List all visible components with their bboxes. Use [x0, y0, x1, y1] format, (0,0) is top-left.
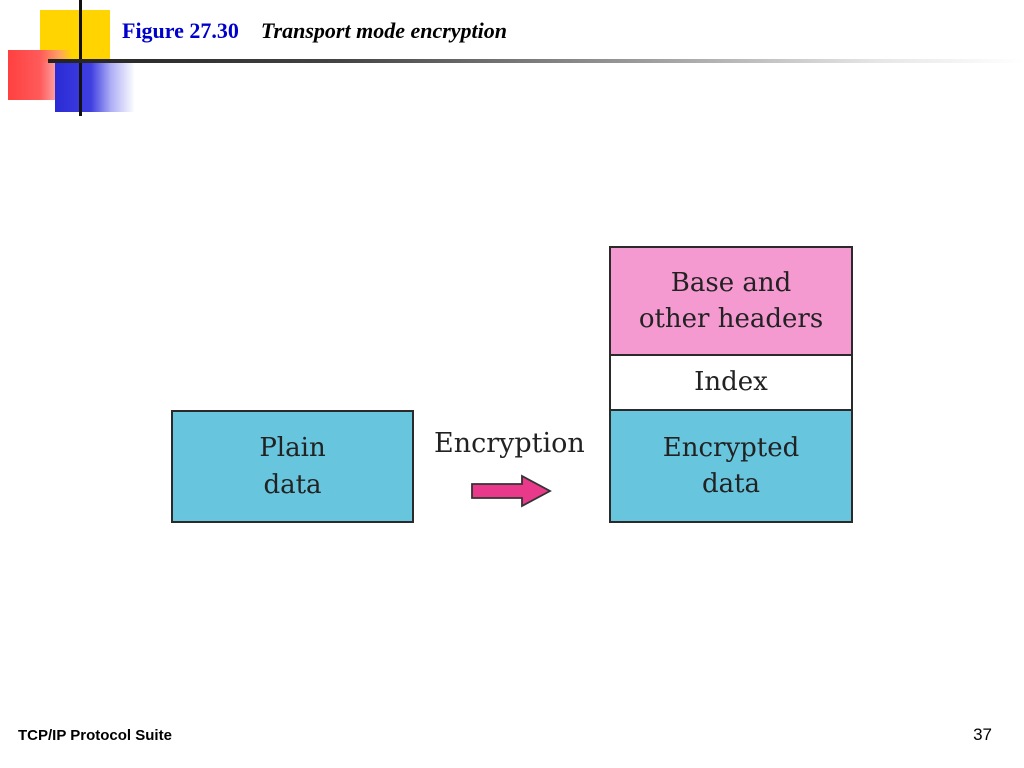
- slide-title: Figure 27.30 Transport mode encryption: [122, 18, 507, 44]
- encryption-label: Encryption: [434, 428, 585, 459]
- figure-title: Transport mode encryption: [260, 18, 508, 43]
- plain-data-box: Plain data: [171, 410, 414, 523]
- title-underline: [48, 59, 1024, 63]
- corner-decoration-vertical-line: [79, 0, 82, 116]
- encrypted-data-segment: Encrypted data: [611, 411, 851, 521]
- index-segment: Index: [611, 356, 851, 411]
- right-arrow-icon: [471, 474, 552, 508]
- page-number: 37: [973, 725, 992, 744]
- base-headers-segment: Base and other headers: [611, 248, 851, 356]
- footer-text: TCP/IP Protocol Suite: [18, 727, 172, 744]
- transport-packet-stack: Base and other headers Index Encrypted d…: [609, 246, 853, 523]
- figure-number: Figure 27.30: [122, 18, 239, 43]
- corner-decoration-blue: [55, 62, 135, 112]
